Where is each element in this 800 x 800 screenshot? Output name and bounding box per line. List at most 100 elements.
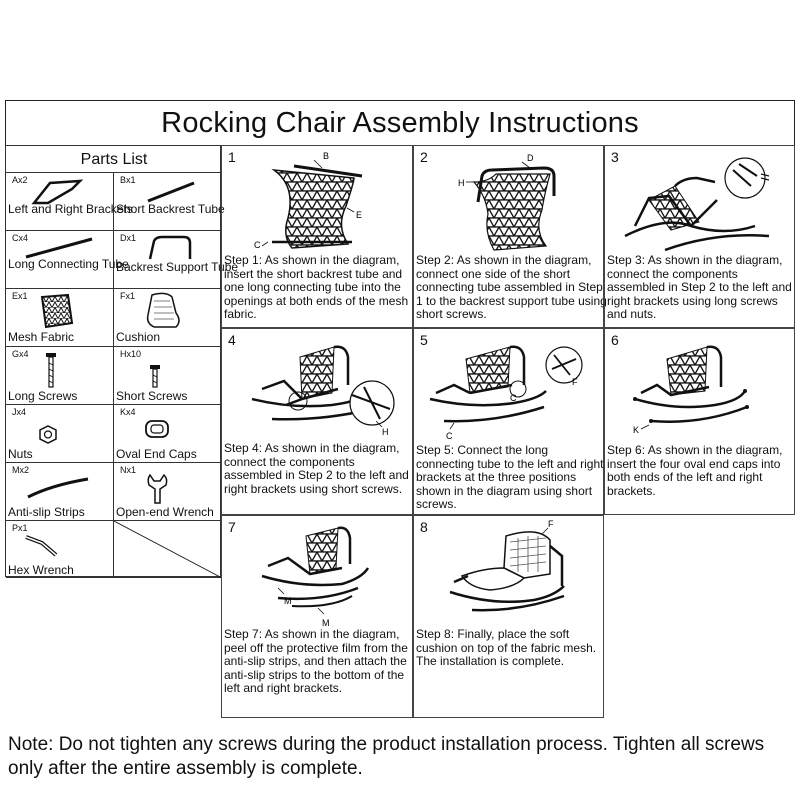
cushion-icon [146, 292, 180, 328]
wrench-icon [147, 473, 168, 504]
part-name: Left and Right Brackets [8, 202, 133, 216]
step-7: 7 M M Step 7: As shown in the diagram, p… [221, 515, 413, 718]
short-tube-icon [147, 181, 195, 203]
part-k: Kx4 Oval End Caps [114, 405, 222, 463]
step-2: 2 D H Step 2: As shown in the diagram, c… [413, 145, 607, 328]
label-f: F [548, 519, 554, 529]
part-code: Ax2 [12, 175, 28, 185]
part-h: Hx10 Short Screws [114, 347, 222, 405]
parts-list: Parts List Ax2 Left and Right Brackets B… [5, 145, 238, 578]
part-n: Nx1 Open-end Wrench [114, 463, 222, 521]
part-code: Dx1 [120, 233, 137, 243]
part-name: Oval End Caps [116, 447, 197, 461]
step-number: 5 [420, 332, 428, 348]
step-5: 5 F C C Step 5: Connect the long connect… [413, 328, 604, 515]
label-c: C [254, 240, 261, 250]
step-5-diagram: F C C [429, 345, 583, 441]
part-p: Px1 Hex Wrench [6, 521, 114, 578]
label-c: C [446, 431, 453, 441]
long-screw-icon [46, 353, 56, 388]
step-text: Step 4: As shown in the diagram, connect… [224, 441, 409, 496]
step-number: 3 [611, 149, 619, 165]
bracket-icon [31, 179, 84, 205]
step-8-diagram: F [449, 519, 565, 612]
step-8: 8 F Step 8: Finally, place the soft cush… [413, 515, 604, 718]
step-2-diagram: D H [458, 153, 556, 251]
part-code: Px1 [12, 523, 28, 533]
step-text: Step 7: As shown in the diagram, peel of… [224, 627, 408, 696]
label-e: E [356, 210, 362, 220]
part-empty [114, 521, 222, 578]
step-1: 1 B E C Step 1: As shown in the diagram,… [221, 145, 413, 328]
part-c: Cx4 Long Connecting Tube [6, 231, 129, 289]
step-text: Step 8: Finally, place the soft cushion … [416, 627, 597, 669]
support-tube-icon [148, 235, 192, 260]
label-h: H [458, 178, 465, 188]
mesh-fabric-icon [40, 293, 74, 329]
label-f: F [572, 377, 578, 387]
step-3-diagram [624, 157, 770, 252]
step-text: Step 6: As shown in the diagram, insert … [607, 443, 783, 498]
part-code: Bx1 [120, 175, 136, 185]
part-name: Backrest Support Tube [116, 260, 239, 274]
short-screw-icon [150, 365, 160, 388]
step-text: Step 3: As shown in the diagram, connect… [607, 253, 792, 322]
hex-wrench-icon [25, 535, 58, 557]
label-k: K [633, 425, 639, 435]
step-number: 7 [228, 519, 236, 535]
diagonal-line [114, 521, 222, 578]
strip-icon [27, 477, 89, 499]
part-name: Short Screws [116, 389, 188, 403]
label-d: D [527, 153, 534, 163]
part-name: Short Backrest Tube [116, 202, 225, 216]
assembly-note: Note: Do not tighten any screws during t… [8, 734, 765, 779]
nut-icon [39, 425, 57, 444]
step-6: 6 K Step 6: As shown in the diagram, ins… [604, 328, 795, 515]
step-3: 3 Step 3: As shown in the diagram, conne… [604, 145, 795, 328]
label-h: H [382, 427, 389, 437]
label-m: M [284, 596, 292, 606]
part-name: Open-end Wrench [116, 505, 214, 519]
step-1-diagram: B E C [254, 151, 363, 250]
part-code: Kx4 [120, 407, 136, 417]
part-name: Hex Wrench [8, 563, 74, 577]
part-name: Nuts [8, 447, 33, 461]
part-name: Mesh Fabric [8, 330, 75, 344]
part-code: Fx1 [120, 291, 136, 301]
part-name: Cushion [116, 330, 161, 344]
part-code: Nx1 [120, 465, 137, 475]
part-code: Cx4 [12, 233, 29, 243]
step-4-diagram: H [251, 345, 395, 437]
part-name: Anti-slip Strips [8, 505, 85, 519]
label-c: C [510, 393, 517, 403]
step-number: 6 [611, 332, 619, 348]
part-code: Jx4 [12, 407, 27, 417]
part-f: Fx1 Cushion [114, 289, 222, 347]
step-number: 1 [228, 149, 236, 165]
long-tube-icon [25, 237, 93, 259]
step-text: Step 2: As shown in the diagram, connect… [416, 253, 607, 322]
step-4: 4 H Step 4: As shown in the diagram, con… [221, 328, 413, 515]
page-title: Rocking Chair Assembly Instructions [161, 106, 639, 139]
step-number: 8 [420, 519, 428, 535]
step-number: 4 [228, 332, 236, 348]
part-j: Jx4 Nuts [6, 405, 114, 463]
part-b: Bx1 Short Backrest Tube [114, 173, 225, 231]
end-cap-icon [145, 420, 169, 438]
part-name: Long Connecting Tube [8, 257, 129, 271]
parts-list-heading: Parts List [6, 146, 222, 173]
part-code: Hx10 [120, 349, 142, 359]
part-code: Ex1 [12, 291, 28, 301]
title-bar: Rocking Chair Assembly Instructions [5, 100, 795, 145]
part-e: Ex1 Mesh Fabric [6, 289, 114, 347]
part-d: Dx1 Backrest Support Tube [114, 231, 238, 289]
step-number: 2 [420, 149, 428, 165]
step-text: Step 1: As shown in the diagram, insert … [224, 253, 409, 322]
part-name: Long Screws [8, 389, 78, 403]
step-6-diagram: K [633, 345, 749, 435]
part-a: Ax2 Left and Right Brackets [6, 173, 133, 231]
step-7-diagram: M M [261, 526, 370, 628]
label-m: M [322, 618, 330, 628]
part-code: Gx4 [12, 349, 29, 359]
step-text: Step 5: Connect the long connecting tube… [416, 443, 604, 512]
